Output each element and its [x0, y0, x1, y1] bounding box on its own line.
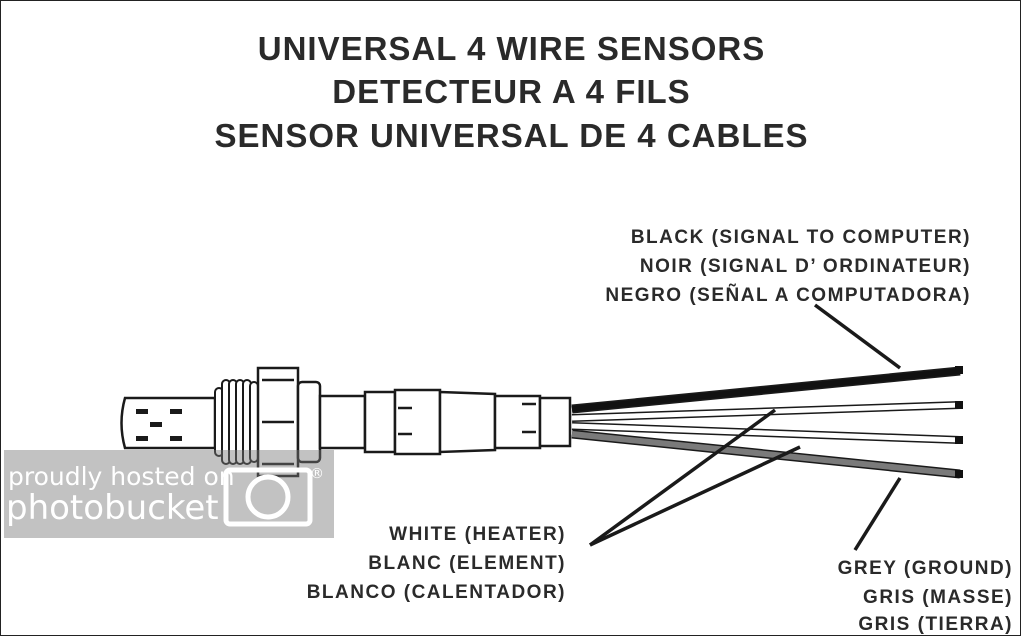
title-spanish: SENSOR UNIVERSAL DE 4 CABLES: [214, 117, 809, 154]
black-label-en: BLACK (SIGNAL TO COMPUTER): [630, 227, 971, 248]
white-label-es: BLANCO (CALENTADOR): [306, 582, 566, 603]
watermark-text-brand: photobucket: [6, 488, 219, 528]
black-label-fr: NOIR (SIGNAL D’ ORDINATEUR): [639, 256, 971, 277]
grey-leader: [853, 477, 902, 551]
wires: [571, 366, 963, 479]
tip-slot: [170, 409, 182, 414]
sensor-threads: [214, 379, 259, 465]
grey-label-fr: GRIS (MASSE): [863, 587, 1013, 608]
watermark-text-top: proudly hosted on: [8, 462, 235, 491]
tip-slot: [136, 436, 148, 441]
white-label-en: WHITE (HEATER): [389, 524, 566, 545]
grey-label-en: GREY (GROUND): [837, 558, 1013, 579]
sensor-tip: [120, 396, 217, 450]
tip-slot: [150, 422, 162, 427]
grey-label-es: GRIS (TIERRA): [858, 614, 1013, 635]
camera-logo-icon: ®: [223, 466, 324, 527]
black-leader: [813, 303, 902, 370]
hex-nut: [256, 366, 322, 478]
white-label-fr: BLANC (ELEMENT): [368, 553, 566, 574]
black-label-es: NEGRO (SEÑAL A COMPUTADORA): [605, 285, 971, 306]
tip-slot: [170, 436, 182, 441]
tip-slot: [136, 409, 148, 414]
white-leader-2: [589, 445, 801, 547]
title-french: DETECTEUR A 4 FILS: [332, 73, 691, 110]
leader-lines: [588, 303, 902, 551]
white-leader-1: [588, 408, 777, 547]
registered-mark: ®: [310, 466, 324, 482]
sensor-body: [318, 388, 572, 456]
title-english: UNIVERSAL 4 WIRE SENSORS: [257, 30, 766, 67]
